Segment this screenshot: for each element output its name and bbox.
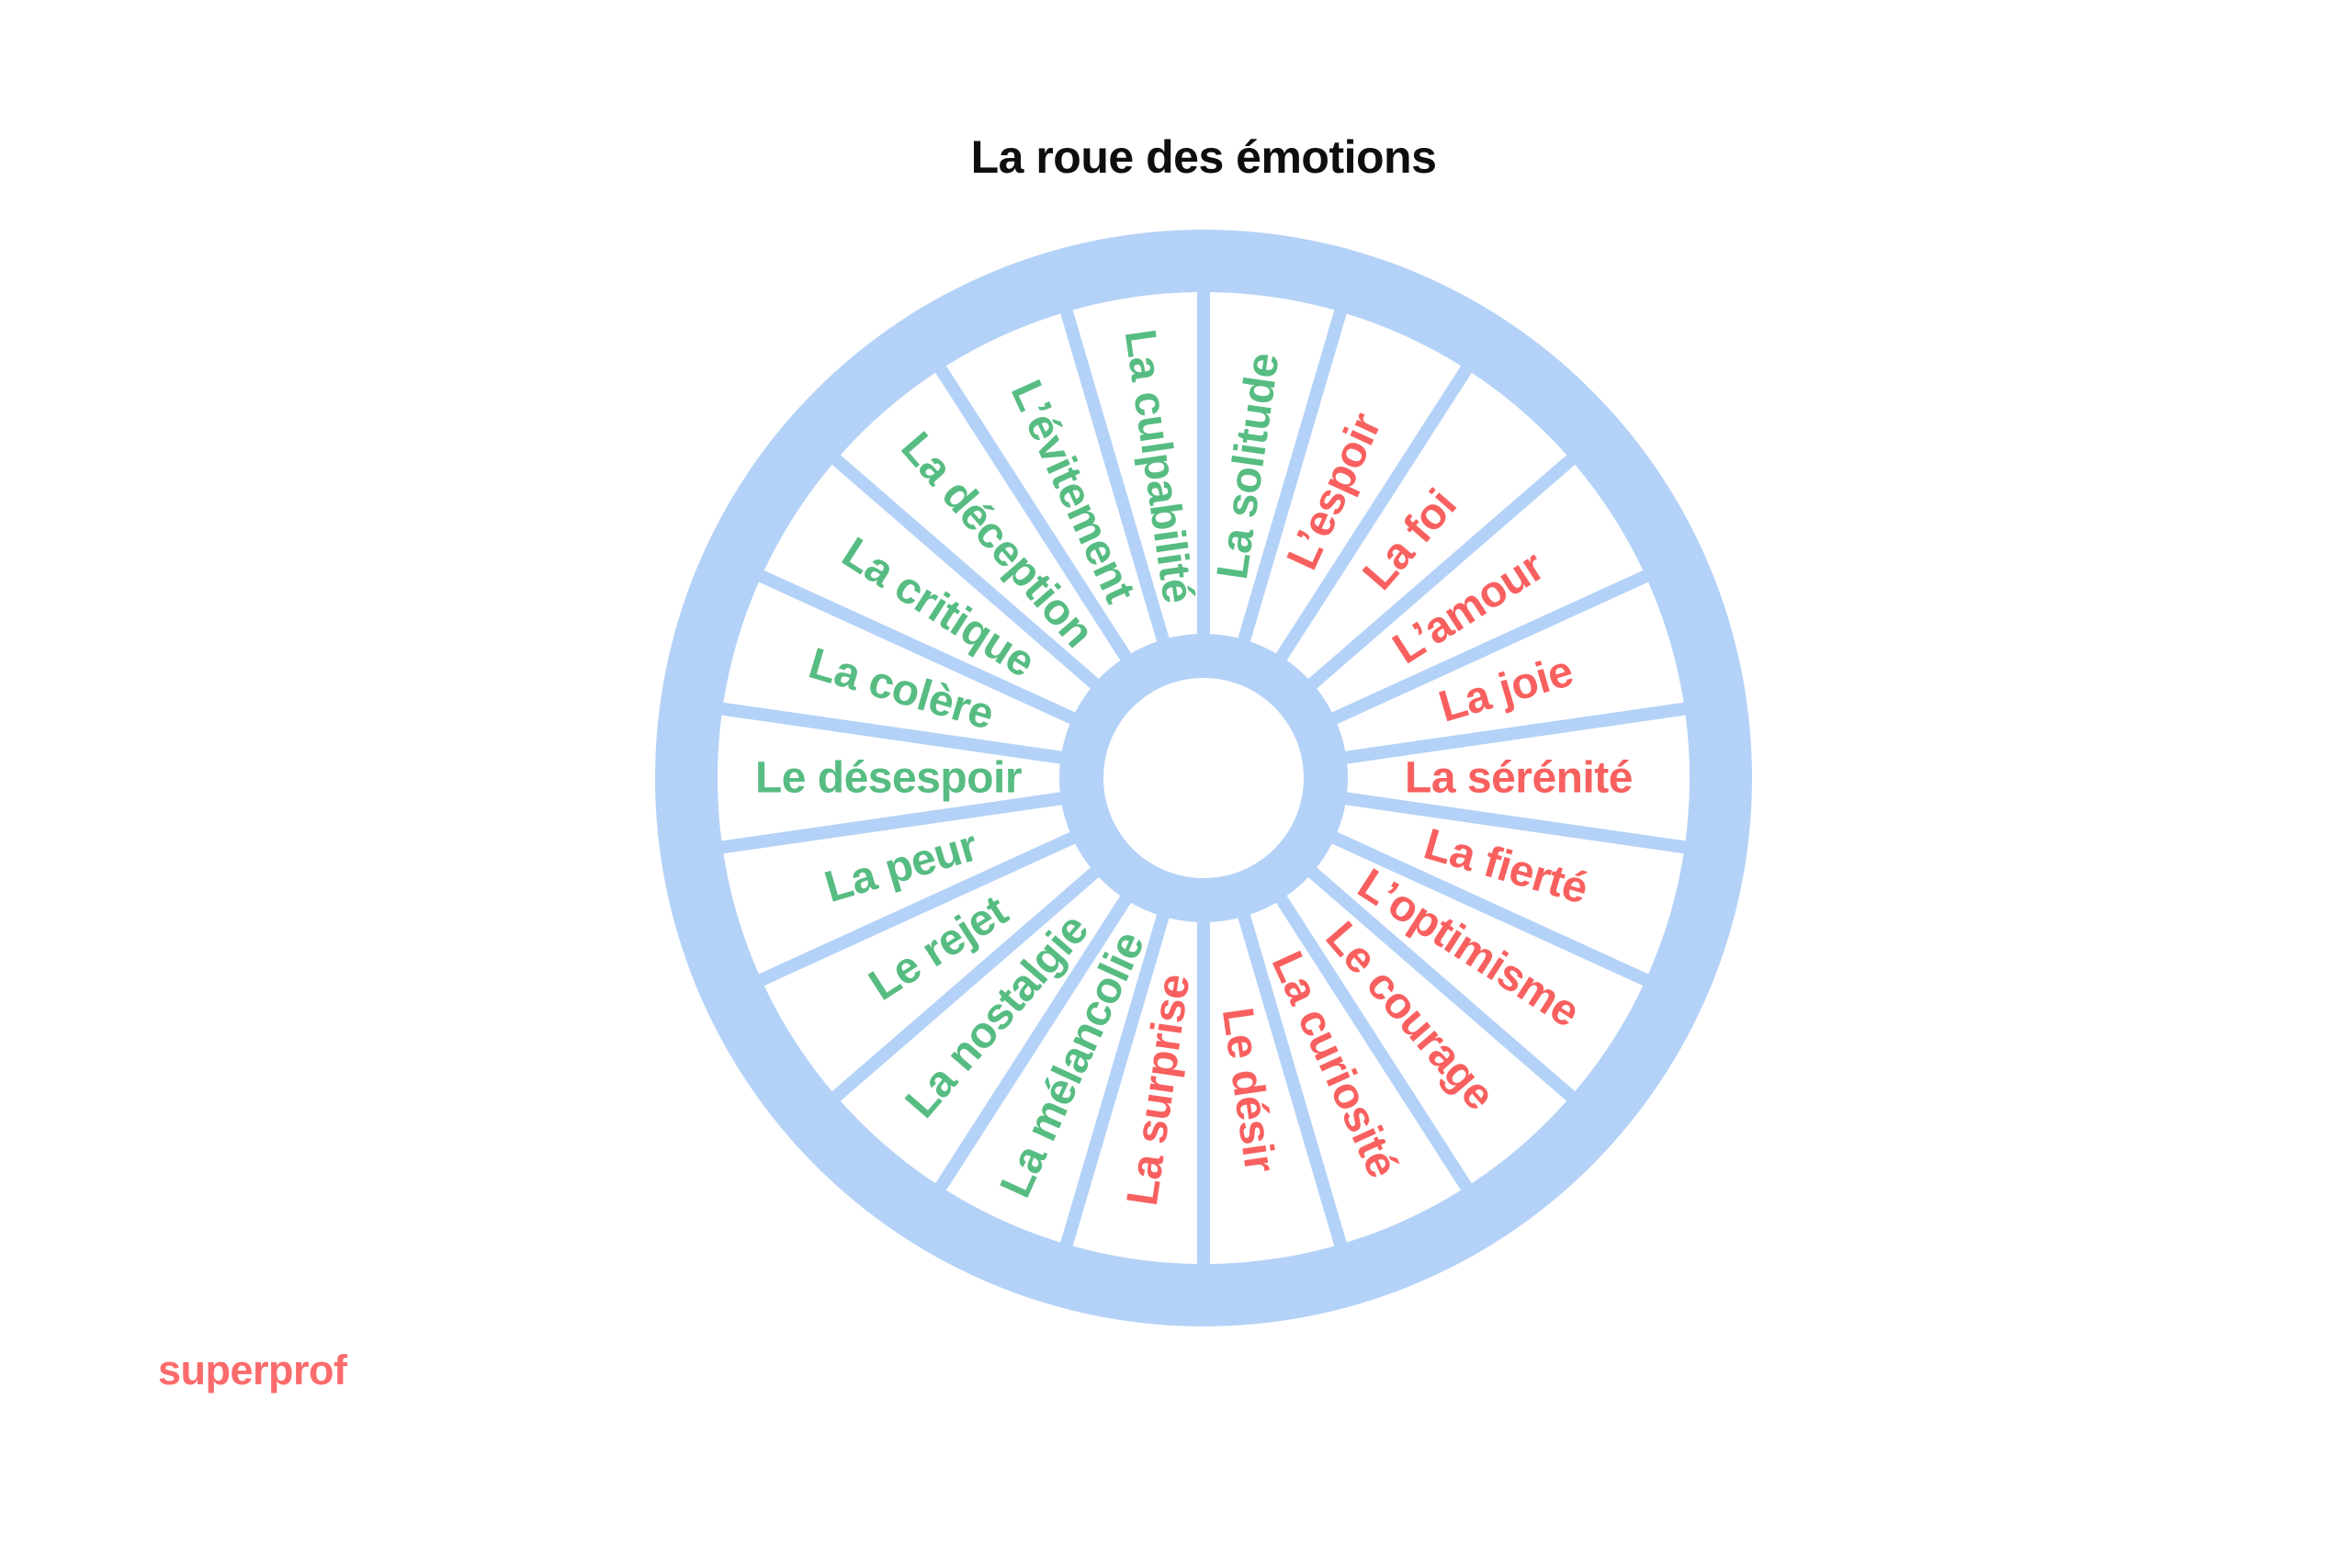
segment-la-culpabilite bbox=[1072, 292, 1197, 638]
wheel-center bbox=[1103, 678, 1304, 878]
segment-l-amour bbox=[1317, 464, 1644, 713]
superprof-logo: superprof bbox=[158, 1347, 347, 1393]
segment-la-critique bbox=[763, 464, 1091, 713]
segment-la-serenite bbox=[1347, 715, 1690, 841]
segment-le-desir bbox=[1210, 918, 1335, 1264]
segment-l-espoir bbox=[1250, 313, 1462, 654]
label-le-desespoir: Le désespoir bbox=[755, 754, 1022, 803]
segment-la-melancolie bbox=[945, 902, 1158, 1243]
label-la-serenite: La sérénité bbox=[1405, 754, 1633, 803]
segment-l-optimisme bbox=[1317, 843, 1644, 1092]
segment-la-foi bbox=[1286, 372, 1567, 679]
segment-la-fierte bbox=[1337, 805, 1684, 975]
segment-le-rejet bbox=[763, 843, 1091, 1092]
segment-la-curiosite bbox=[1250, 902, 1462, 1243]
segment-la-nostalgie bbox=[840, 877, 1121, 1184]
segment-la-deception bbox=[840, 372, 1121, 679]
segment-le-desespoir bbox=[717, 715, 1060, 841]
segment-l-evitement bbox=[945, 313, 1158, 654]
segment-la-surprise bbox=[1072, 918, 1197, 1264]
segment-la-joie bbox=[1337, 581, 1684, 751]
segment-la-peur bbox=[723, 805, 1070, 975]
page-title: La roue des émotions bbox=[970, 131, 1437, 183]
segment-la-colere bbox=[723, 581, 1070, 751]
segment-le-courage bbox=[1286, 877, 1567, 1184]
segment-la-solitude bbox=[1210, 292, 1335, 638]
